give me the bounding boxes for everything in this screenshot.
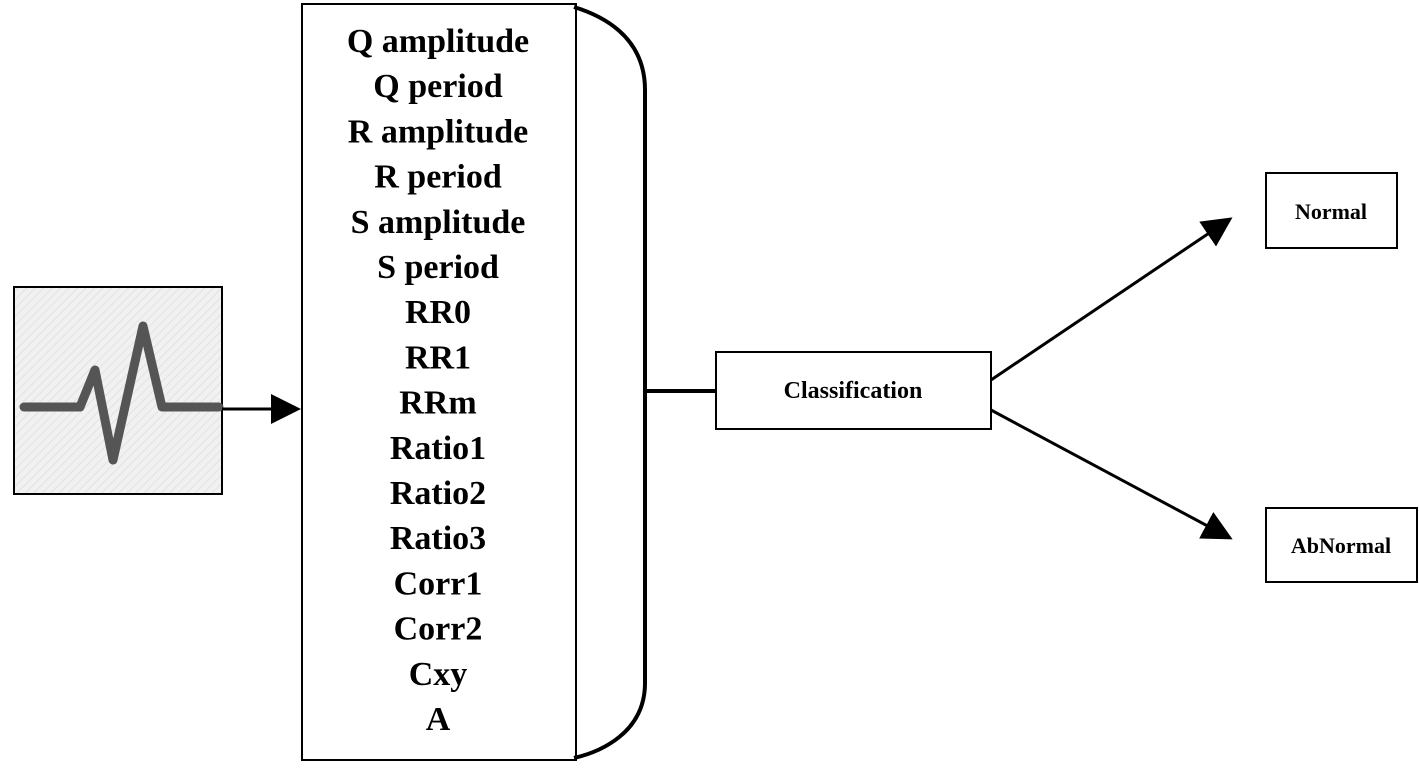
feature-box-curve — [573, 5, 647, 760]
normal-output-box: Normal — [1265, 172, 1398, 249]
classification-label: Classification — [784, 378, 923, 404]
feature-item: RR1 — [405, 339, 471, 376]
feature-box — [301, 3, 647, 761]
ecg-waveform-icon — [19, 321, 224, 465]
feature-item: R amplitude — [348, 113, 528, 150]
abnormal-label: AbNormal — [1291, 533, 1391, 558]
to-normal-arrow — [990, 217, 1233, 382]
feature-item: Cxy — [409, 656, 468, 693]
to-abnormal-arrow — [990, 408, 1233, 540]
feature-item: Q period — [373, 68, 502, 105]
normal-label: Normal — [1295, 199, 1367, 224]
feature-item: R period — [374, 159, 502, 196]
classification-box: Classification — [715, 351, 992, 430]
feature-item: Ratio2 — [390, 475, 486, 512]
ecg-signal-box — [13, 286, 224, 495]
feature-item: S period — [377, 249, 499, 286]
feature-item: Ratio1 — [390, 430, 486, 467]
feature-item: Ratio3 — [390, 520, 486, 557]
feature-item: S amplitude — [351, 204, 526, 241]
abnormal-output-box: AbNormal — [1265, 507, 1418, 583]
feature-list: Q amplitude Q period R amplitude R period S … — [347, 23, 529, 738]
feature-item: RR0 — [405, 294, 471, 331]
feature-item: RRm — [399, 385, 476, 422]
feature-item: A — [426, 701, 451, 738]
feature-item: Corr2 — [394, 611, 483, 648]
feature-item: Q amplitude — [347, 23, 529, 60]
feature-item: Corr1 — [394, 565, 483, 602]
